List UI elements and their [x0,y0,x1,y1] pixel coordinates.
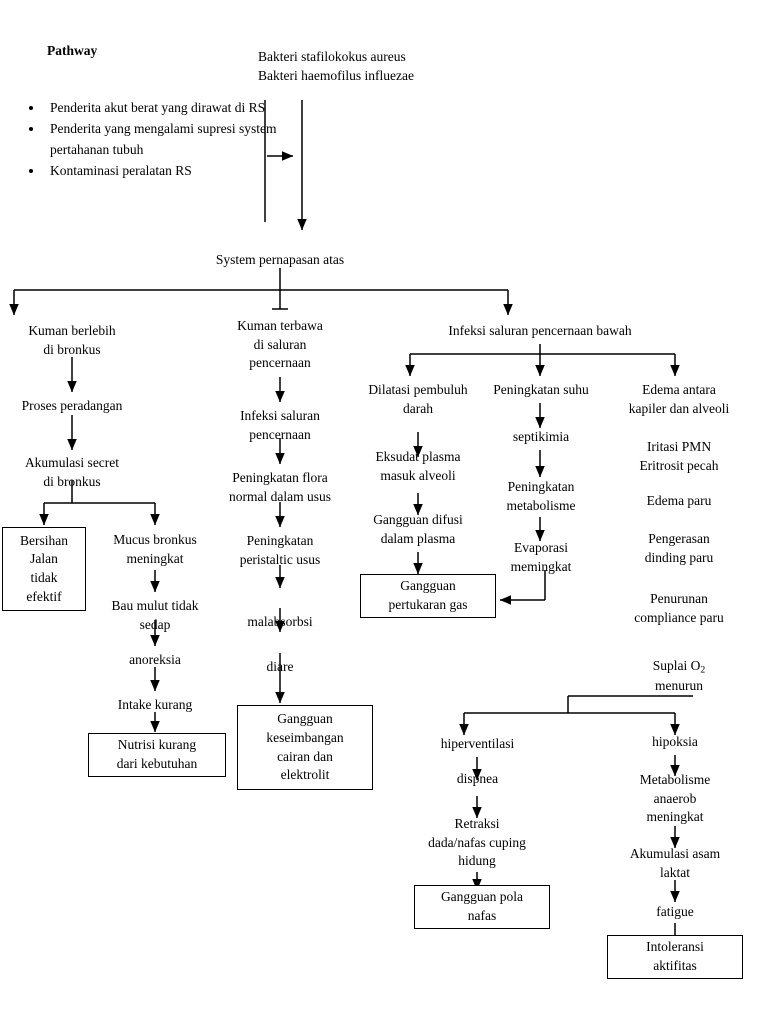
node-peningkatan-flora: Peningkatan flora normal dalam usus [229,470,331,504]
suplai-o2-subscript: 2 [700,664,706,676]
node-dilatasi-pembuluh-darah: Dilatasi pembuluh darah [368,382,468,416]
node-akumulasi-asam-laktat: Akumulasi asam laktat [629,846,721,880]
node-akumulasi-secret: Akumulasi secret di bronkus [24,455,120,489]
node-dispnea: dispnea [456,771,499,786]
node-gangguan-difusi: Gangguan difusi dalam plasma [373,512,463,546]
node-penurunan-compliance-paru: Penurunan compliance paru [634,591,724,625]
node-metabolisme-anaerob: Metabolisme anaerob meningkat [639,772,711,825]
page-title: Pathway [47,43,98,58]
pathogen-line-1: Bakteri stafilokokus aureus [258,49,406,64]
node-anoreksia: anoreksia [129,652,181,667]
pathogen-line-2: Bakteri haemofilus influezae [258,68,414,83]
diagnosis-gangguan-pertukaran-gas: Gangguan pertukaran gas [360,574,496,618]
node-peningkatan-suhu: Peningkatan suhu [493,382,589,397]
node-eksudat-plasma: Eksudat plasma masuk alveoli [375,449,461,483]
node-diare: diare [266,659,294,674]
diagnosis-gangguan-keseimbangan: Gangguan keseimbangan cairan dan elektro… [237,705,373,790]
diagnosis-nutrisi-kurang: Nutrisi kurang dari kebutuhan [88,733,226,777]
diagnosis-bersihan-jalan-tidak-efektif: Bersihan Jalan tidak efektif [2,527,86,611]
node-infeksi-saluran-pencernaan: Infeksi saluran pencernaan [240,408,320,442]
node-proses-peradangan: Proses peradangan [21,398,123,413]
node-peningkatan-peristaltic: Peningkatan peristaltic usus [239,533,321,567]
suplai-o2-prefix: Suplai O [652,658,701,673]
node-peningkatan-metabolisme: Peningkatan metabolisme [506,479,576,513]
node-hipoksia: hipoksia [652,734,698,749]
node-mucus-bronkus: Mucus bronkus meningkat [113,532,197,566]
node-intake-kurang: Intake kurang [117,697,193,712]
list-item: Penderita yang mengalami supresi system … [44,119,289,160]
node-septikimia: septikimia [512,429,570,444]
node-suplai-o2-menurun: Suplai O2 menurun [605,657,753,696]
node-infeksi-saluran-pencernaan-bawah: Infeksi saluran pencernaan bawah [448,323,632,338]
risk-factor-list: Penderita akut berat yang dirawat di RS … [22,98,289,182]
node-pengerasan-dinding-paru: Pengerasan dinding paru [644,531,714,565]
node-edema-antara-kapiler: Edema antara kapiler dan alveoli [628,382,730,416]
diagnosis-intoleransi-aktifitas: Intoleransi aktifitas [607,935,743,979]
node-retraksi-dada: Retraksi dada/nafas cuping hidung [428,816,526,869]
node-system-pernapasan-atas: System pernapasan atas [215,252,345,267]
suplai-o2-suffix: menurun [655,678,703,694]
node-evaporasi-meningkat: Evaporasi memingkat [510,540,572,574]
diagnosis-gangguan-pola-nafas: Gangguan pola nafas [414,885,550,929]
list-item: Kontaminasi peralatan RS [44,161,289,181]
node-kuman-terbawa: Kuman terbawa di saluran pencernaan [237,318,323,371]
node-fatigue: fatigue [656,904,694,919]
node-iritasi-pmn: Iritasi PMN Eritrosit pecah [639,439,719,473]
node-edema-paru: Edema paru [646,493,712,508]
list-item: Penderita akut berat yang dirawat di RS [44,98,289,118]
node-hiperventilasi: hiperventilasi [440,736,515,751]
node-bau-mulut: Bau mulut tidak sedap [111,598,199,632]
node-malabsorbsi: malabsorbsi [247,614,313,629]
node-kuman-berlebih: Kuman berlebih di bronkus [28,323,116,357]
